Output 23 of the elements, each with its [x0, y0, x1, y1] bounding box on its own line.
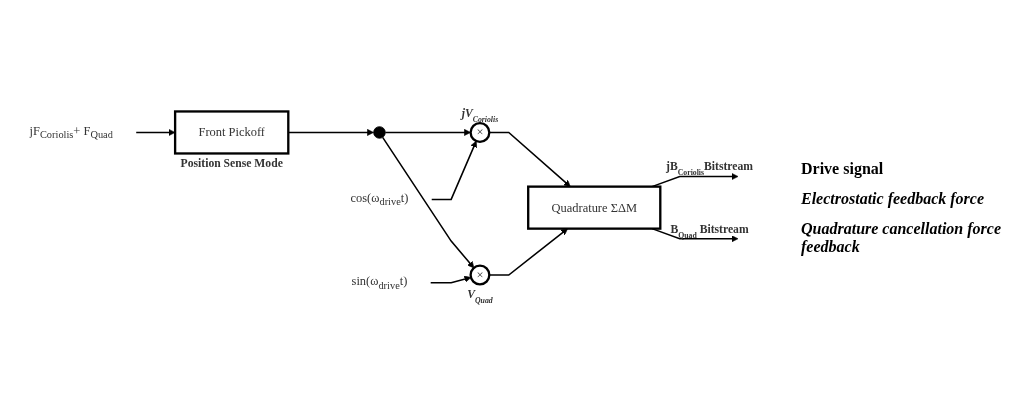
node-text: cos(ω$_{drive}$t) — [350, 191, 409, 208]
arrow — [135, 128, 176, 136]
node-box: Front Pickoff — [173, 110, 290, 155]
edge-label: B$_{Quad}$ Bitstream — [670, 222, 749, 239]
arrow — [430, 140, 477, 201]
arrow — [429, 275, 472, 284]
edge-label: jB$_{Coriolis}$Bitstream — [666, 160, 754, 177]
caption-text: Position Sense Mode — [180, 157, 283, 171]
node-box: Quadrature ΣΔM — [527, 185, 662, 230]
node-text: sin(ω$_{drive}$t) — [351, 274, 408, 291]
arrow — [384, 128, 471, 136]
arrow — [488, 228, 568, 276]
node-text: jF$_{Coriolis}$+ F$_{Quad}$ — [29, 124, 113, 141]
caption-text: jV$_{Coriolis}$ — [461, 106, 499, 124]
note-text: Drive signal — [801, 159, 885, 178]
arrow — [381, 136, 475, 269]
node-circle: × — [469, 121, 491, 143]
arrow — [488, 131, 571, 187]
caption-text: V$_{Quad}$ — [467, 288, 493, 305]
node-circle: × — [469, 264, 491, 286]
node-circle — [373, 126, 386, 139]
note-text: Electrostatic feedback force — [801, 189, 986, 208]
note-text: Quadrature cancellation force feedback — [801, 219, 1002, 256]
